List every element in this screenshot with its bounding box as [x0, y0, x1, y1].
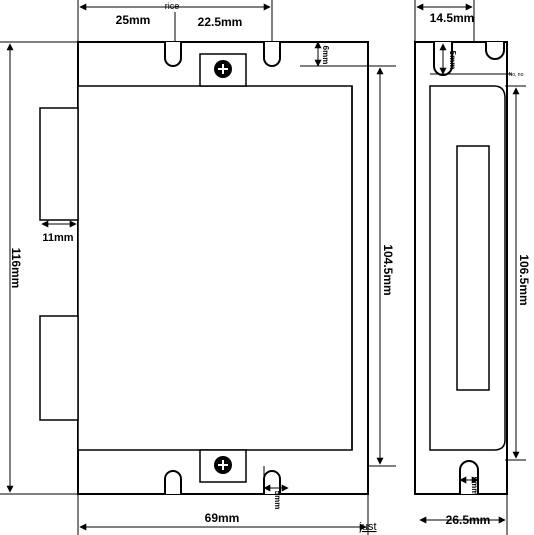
bottom-slot-left — [164, 470, 182, 494]
label-bottom-slot: 5mm — [273, 491, 282, 510]
label-side-height: 106.5mm — [517, 254, 531, 305]
connector-upper — [39, 107, 79, 221]
top-screw-icon — [214, 60, 232, 78]
label-slot-offset: 6mm — [321, 46, 330, 65]
label-top-stray: rice — [165, 1, 180, 11]
label-top-slot-spacing: 22.5mm — [198, 15, 243, 29]
top-slot-right — [263, 42, 281, 67]
label-bottom-stray: just — [358, 521, 376, 533]
front-view — [39, 41, 369, 495]
label-height-total: 116mm — [9, 248, 23, 289]
label-top-gap: 25mm — [116, 13, 151, 27]
side-view — [414, 41, 508, 495]
connector-lower — [39, 315, 79, 421]
inner-panel — [77, 85, 353, 451]
label-side-width: 26.5mm — [446, 513, 491, 527]
side-window — [456, 145, 490, 391]
label-side-slot-bottom: 5mm — [470, 477, 479, 496]
front-dimensions: rice 25mm 22.5mm 6mm 116mm 11mm 104.5mm … — [0, 0, 396, 535]
label-side-slot-top: 5mm — [448, 51, 457, 70]
label-connector-depth: 11mm — [42, 232, 73, 244]
label-width-total: 69mm — [205, 511, 240, 525]
label-inner-height: 104.5mm — [381, 244, 395, 295]
bottom-screw-icon — [214, 456, 232, 474]
side-dimensions: 14.5mm 5mm No, no 106.5mm 5mm 26.5mm — [414, 0, 531, 535]
top-slot-left — [164, 42, 182, 67]
label-side-small-note: No, no — [509, 72, 524, 78]
label-side-depth: 14.5mm — [430, 11, 475, 25]
